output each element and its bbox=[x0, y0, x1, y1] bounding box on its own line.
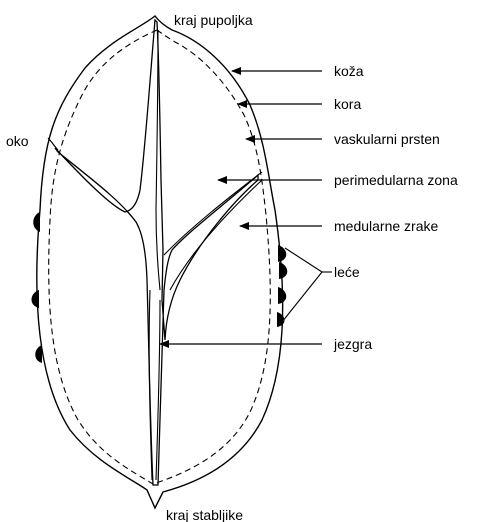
eye-notch bbox=[48, 138, 58, 150]
lenticel-right-2 bbox=[279, 262, 287, 279]
lenticel-right-1 bbox=[278, 245, 286, 262]
lenticel-left-1 bbox=[33, 212, 40, 232]
perimedullary-zone-label: perimedularna zona bbox=[334, 172, 458, 188]
lenticel-left-3 bbox=[35, 345, 42, 363]
lenticel-left-2 bbox=[31, 290, 39, 308]
stem-end-label: kraj stabljike bbox=[166, 507, 243, 522]
bud-end-label: kraj pupoljka bbox=[174, 12, 253, 28]
pith-upper-stem-inner bbox=[156, 30, 160, 290]
skin-label: koža bbox=[334, 63, 364, 79]
vascular-ring-label: vaskularni prsten bbox=[334, 131, 440, 147]
lenticels-bracket-line-1 bbox=[285, 248, 322, 272]
lenticels-bracket-line-2 bbox=[282, 272, 322, 322]
medullary-rays-label: medularne zrake bbox=[334, 218, 438, 234]
eye-label: oko bbox=[6, 133, 29, 149]
lenticels-label: leće bbox=[334, 264, 360, 280]
cortex-label: kora bbox=[334, 96, 361, 112]
pith-label: jezgra bbox=[333, 336, 372, 352]
lenticel-right-3 bbox=[278, 287, 286, 304]
